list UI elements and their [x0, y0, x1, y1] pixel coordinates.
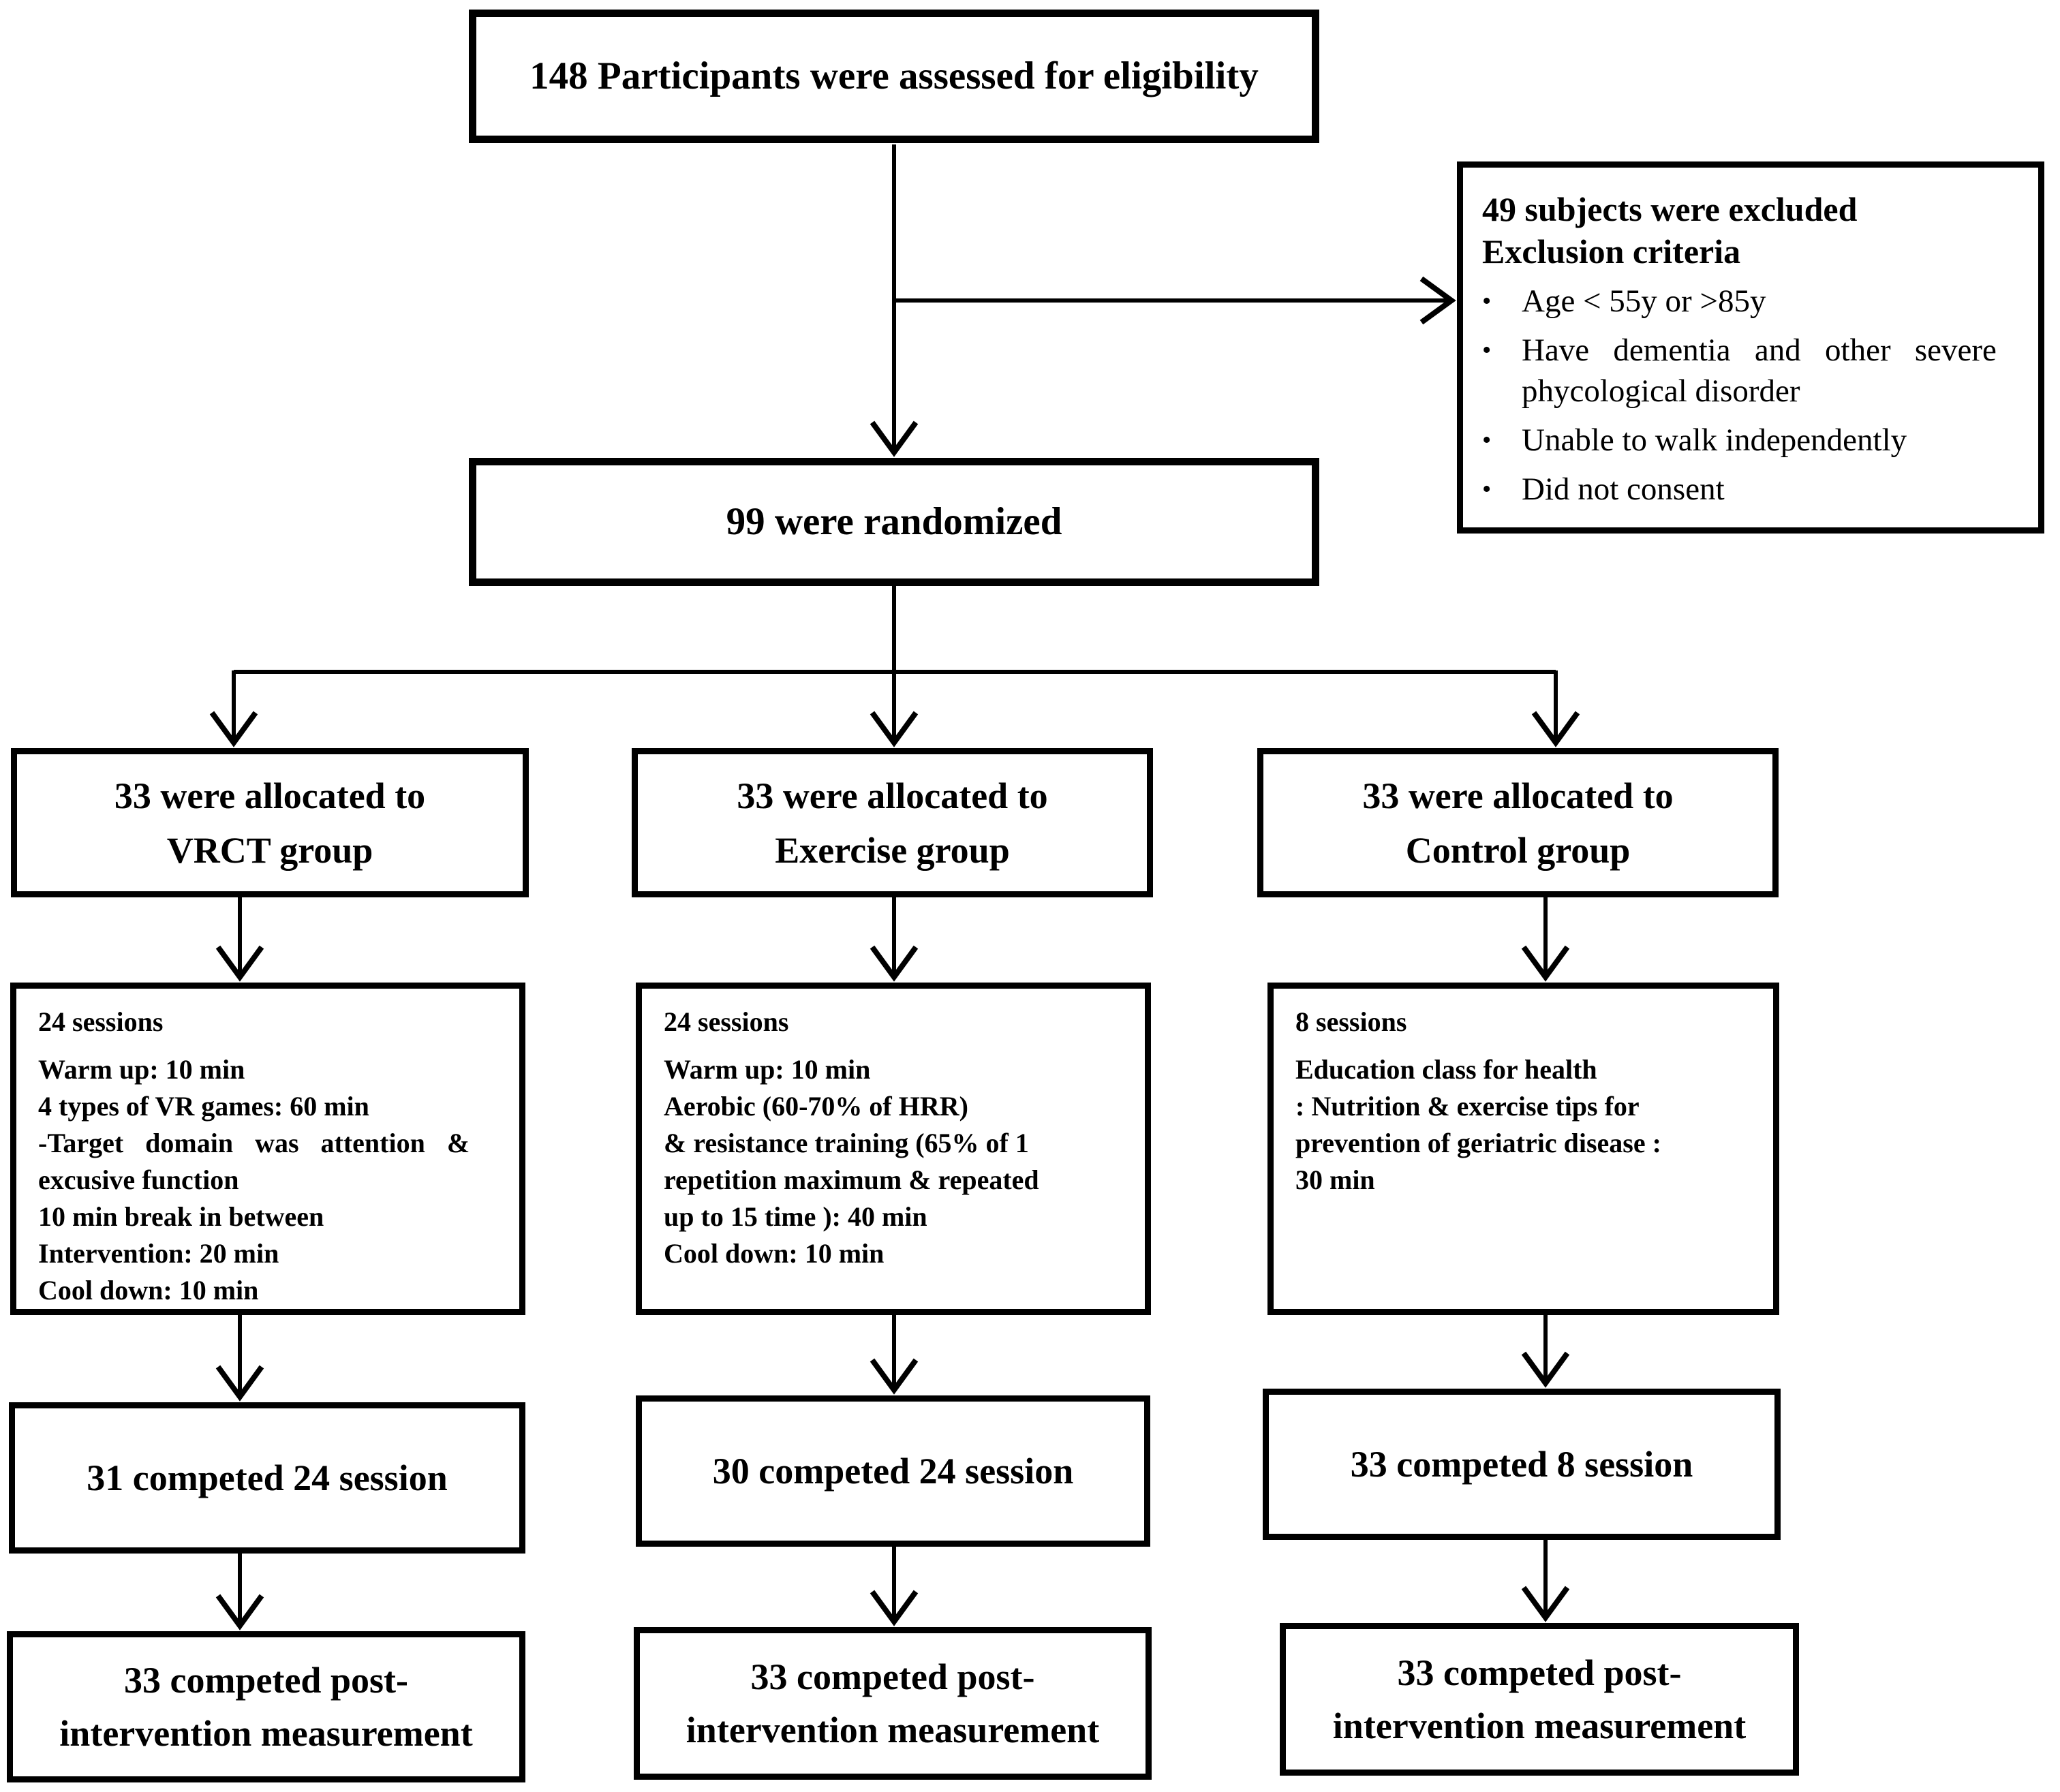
- allocation-line: 33 were allocated to: [114, 775, 426, 816]
- bullet-icon: •: [1482, 475, 1492, 504]
- assessed-text: 148 Participants were assessed for eligi…: [529, 55, 1259, 97]
- session-line: Education class for health: [1295, 1054, 1597, 1085]
- exclusion-item-line: phycological disorder: [1522, 373, 1800, 409]
- session-box-exercise: 24 sessions Warm up: 10 min Aerobic (60-…: [636, 983, 1151, 1315]
- bullet-icon: •: [1482, 336, 1492, 365]
- session-line: prevention of geriatric disease :: [1295, 1128, 1661, 1158]
- exclusion-item-age: • Age < 55y or >85y: [1482, 281, 2019, 322]
- allocation-line: Exercise group: [775, 829, 1010, 871]
- session-line: Warm up: 10 min: [664, 1054, 871, 1085]
- exclusion-item-line: Have dementia and other severe: [1522, 333, 1997, 368]
- allocation-line: VRCT group: [166, 829, 373, 871]
- post-text-line: 33 competed post-: [750, 1656, 1035, 1697]
- session-line: 24 sessions: [38, 1006, 164, 1037]
- exclusion-subtitle: Exclusion criteria: [1482, 232, 1741, 271]
- completed-text: 30 competed 24 session: [712, 1451, 1074, 1492]
- bullet-icon: •: [1482, 287, 1492, 315]
- post-text-line: intervention measurement: [1332, 1705, 1747, 1746]
- session-line: 4 types of VR games: 60 min: [38, 1091, 369, 1122]
- post-text-line: intervention measurement: [686, 1710, 1100, 1750]
- exclusion-item-walk: • Unable to walk independently: [1482, 420, 2019, 461]
- assessed-box: 148 Participants were assessed for eligi…: [469, 10, 1319, 143]
- post-text-line: intervention measurement: [59, 1713, 473, 1754]
- session-line: Intervention: 20 min: [38, 1238, 279, 1269]
- session-line: 30 min: [1295, 1164, 1375, 1195]
- completed-box-control: 33 competed 8 session: [1263, 1389, 1781, 1540]
- randomized-text: 99 were randomized: [726, 500, 1062, 543]
- session-line: & resistance training (65% of 1: [664, 1128, 1029, 1158]
- bullet-icon: •: [1482, 426, 1492, 454]
- exclusion-item-text: Have dementia and other severe phycologi…: [1522, 330, 2019, 412]
- post-box-exercise: 33 competed post- intervention measureme…: [634, 1627, 1152, 1780]
- session-line: Cool down: 10 min: [664, 1238, 885, 1269]
- allocation-box-vrct: 33 were allocated to VRCT group: [11, 748, 529, 897]
- post-text-line: 33 competed post-: [1397, 1652, 1682, 1693]
- completed-text: 33 competed 8 session: [1350, 1444, 1693, 1485]
- allocation-line: 33 were allocated to: [737, 775, 1048, 816]
- completed-box-exercise: 30 competed 24 session: [636, 1395, 1150, 1547]
- session-line: repetition maximum & repeated: [664, 1164, 1039, 1195]
- exclusion-item-text: Unable to walk independently: [1522, 422, 1907, 458]
- post-text-line: 33 competed post-: [124, 1660, 408, 1701]
- session-line: excusive function: [38, 1164, 239, 1195]
- session-line: 10 min break in between: [38, 1201, 324, 1232]
- session-line: up to 15 time ): 40 min: [664, 1201, 927, 1232]
- exclusion-item-text: Age < 55y or >85y: [1522, 283, 1766, 319]
- session-line: : Nutrition & exercise tips for: [1295, 1091, 1640, 1122]
- randomized-box: 99 were randomized: [469, 458, 1319, 586]
- exclusion-item-text: Did not consent: [1522, 472, 1725, 507]
- exclusion-item-dementia: • Have dementia and other severe phycolo…: [1482, 330, 2019, 412]
- exclusion-box: 49 subjects were excluded Exclusion crit…: [1457, 161, 2044, 534]
- post-box-control: 33 competed post- intervention measureme…: [1280, 1623, 1799, 1776]
- allocation-box-control: 33 were allocated to Control group: [1257, 748, 1779, 897]
- allocation-line: 33 were allocated to: [1362, 775, 1674, 816]
- exclusion-item-consent: • Did not consent: [1482, 469, 2019, 510]
- session-box-vrct: 24 sessions Warm up: 10 min 4 types of V…: [10, 983, 525, 1315]
- completed-box-vrct: 31 competed 24 session: [9, 1402, 525, 1554]
- exclusion-title: 49 subjects were excluded: [1482, 190, 1858, 228]
- completed-text: 31 competed 24 session: [87, 1457, 448, 1498]
- allocation-box-exercise: 33 were allocated to Exercise group: [632, 748, 1153, 897]
- session-line: Cool down: 10 min: [38, 1275, 259, 1306]
- session-line: 8 sessions: [1295, 1006, 1407, 1037]
- post-box-vrct: 33 competed post- intervention measureme…: [7, 1631, 525, 1782]
- session-line: -Target domain was attention &: [38, 1128, 470, 1158]
- session-line: 24 sessions: [664, 1006, 789, 1037]
- allocation-line: Control group: [1405, 829, 1631, 871]
- session-line: Warm up: 10 min: [38, 1054, 245, 1085]
- session-line: Aerobic (60-70% of HRR): [664, 1091, 968, 1122]
- session-box-control: 8 sessions Education class for health : …: [1267, 983, 1779, 1315]
